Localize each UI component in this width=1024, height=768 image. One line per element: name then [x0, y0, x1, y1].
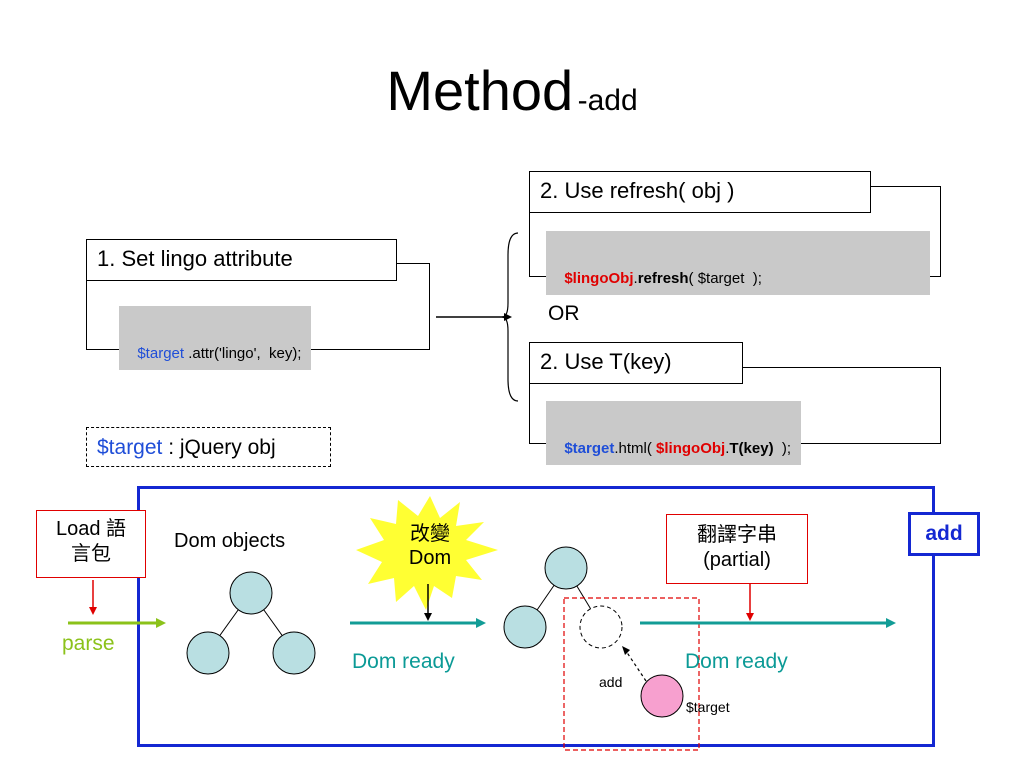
- parse-arrow-head-icon: [156, 618, 166, 628]
- step2a-code-obj: $lingoObj: [564, 270, 634, 287]
- step2b-code-end: );: [773, 440, 792, 457]
- load-arrow-head-icon: [89, 607, 97, 615]
- step2b-code-dot: .: [725, 440, 730, 457]
- step2b-code-mid: .html(: [614, 440, 657, 457]
- arrow-head-icon: [504, 313, 512, 321]
- change-dom-burst-icon: [356, 496, 498, 610]
- load-line1: Load 語: [55, 518, 127, 540]
- change-line1: 改變: [410, 523, 450, 545]
- legend-box: $target : jQuery obj: [86, 427, 331, 467]
- step2a-code-dot: .: [633, 270, 638, 287]
- parse-label: parse: [62, 632, 115, 655]
- curly-brace-icon: [501, 232, 519, 402]
- target-node: [640, 674, 684, 718]
- page-title: Method -add: [0, 58, 1024, 123]
- change-arrow-head-icon: [424, 613, 432, 621]
- dom-ready-arrow-1-head-icon: [476, 618, 486, 628]
- translate-box: 翻譯字串 (partial): [666, 514, 808, 584]
- added-region-box: [563, 597, 700, 751]
- title-sub: -add: [577, 84, 638, 117]
- add-dashed-arrow: [625, 650, 647, 682]
- legend-var: $target: [97, 436, 163, 459]
- step2b-header: 2. Use T(key): [529, 342, 743, 384]
- tree1-root-node: [229, 571, 273, 615]
- step2b-code-target: $target: [564, 440, 615, 457]
- step2b-header-text: 2. Use T(key): [540, 349, 672, 374]
- target-small-label: $target: [686, 699, 730, 715]
- connector-svg: [436, 232, 519, 402]
- or-label: OR: [548, 302, 580, 325]
- tree2-root-node: [544, 546, 588, 590]
- flow-frame: [137, 486, 935, 747]
- title-main: Method: [386, 59, 574, 122]
- step1-code: $target .attr('lingo', key);: [119, 306, 312, 370]
- step2b-code-obj: $lingoObj: [656, 440, 726, 457]
- dom-ready-label-2: Dom ready: [685, 650, 788, 673]
- add-badge-text: add: [925, 522, 963, 545]
- legend-desc: : jQuery obj: [162, 436, 276, 459]
- step2a-code-method: refresh: [637, 270, 689, 287]
- flow-svg: [68, 496, 896, 751]
- add-badge: add: [908, 512, 980, 556]
- step2a-code: $lingoObj.refresh( $target );: [546, 231, 930, 295]
- add-small-label: add: [599, 674, 623, 690]
- dom-ready-label-1: Dom ready: [352, 650, 455, 673]
- change-line2: Dom: [408, 547, 452, 569]
- step1-code-rest: .attr('lingo', key);: [184, 345, 302, 362]
- step2b-code-method: T(key): [729, 440, 774, 457]
- dom-objects-label: Dom objects: [174, 530, 286, 552]
- translate-line1: 翻譯字串: [697, 524, 777, 546]
- dom-ready-arrow-2-head-icon: [886, 618, 896, 628]
- change-dom-label: 改變 Dom: [398, 522, 462, 570]
- tree1-right-node: [272, 631, 316, 675]
- step1-code-target: $target: [137, 345, 185, 362]
- step2a-header-text: 2. Use refresh( obj ): [540, 178, 735, 203]
- translate-line2: (partial): [703, 549, 771, 571]
- step1-header: 1. Set lingo attribute: [86, 239, 397, 281]
- tree2-placeholder-node: [579, 605, 623, 649]
- step1-header-text: 1. Set lingo attribute: [97, 246, 293, 271]
- load-line2: 言包: [71, 543, 111, 565]
- add-arrow-head-icon: [622, 646, 630, 655]
- tree1-left-node: [186, 631, 230, 675]
- step2a-code-rest: ( $target );: [688, 270, 762, 287]
- tree2-left-node: [503, 605, 547, 649]
- step2b-code: $target.html( $lingoObj.T(key) );: [546, 401, 802, 465]
- translate-arrow-head-icon: [746, 613, 754, 621]
- load-language-box: Load 語 言包: [36, 510, 146, 578]
- step2a-header: 2. Use refresh( obj ): [529, 171, 871, 213]
